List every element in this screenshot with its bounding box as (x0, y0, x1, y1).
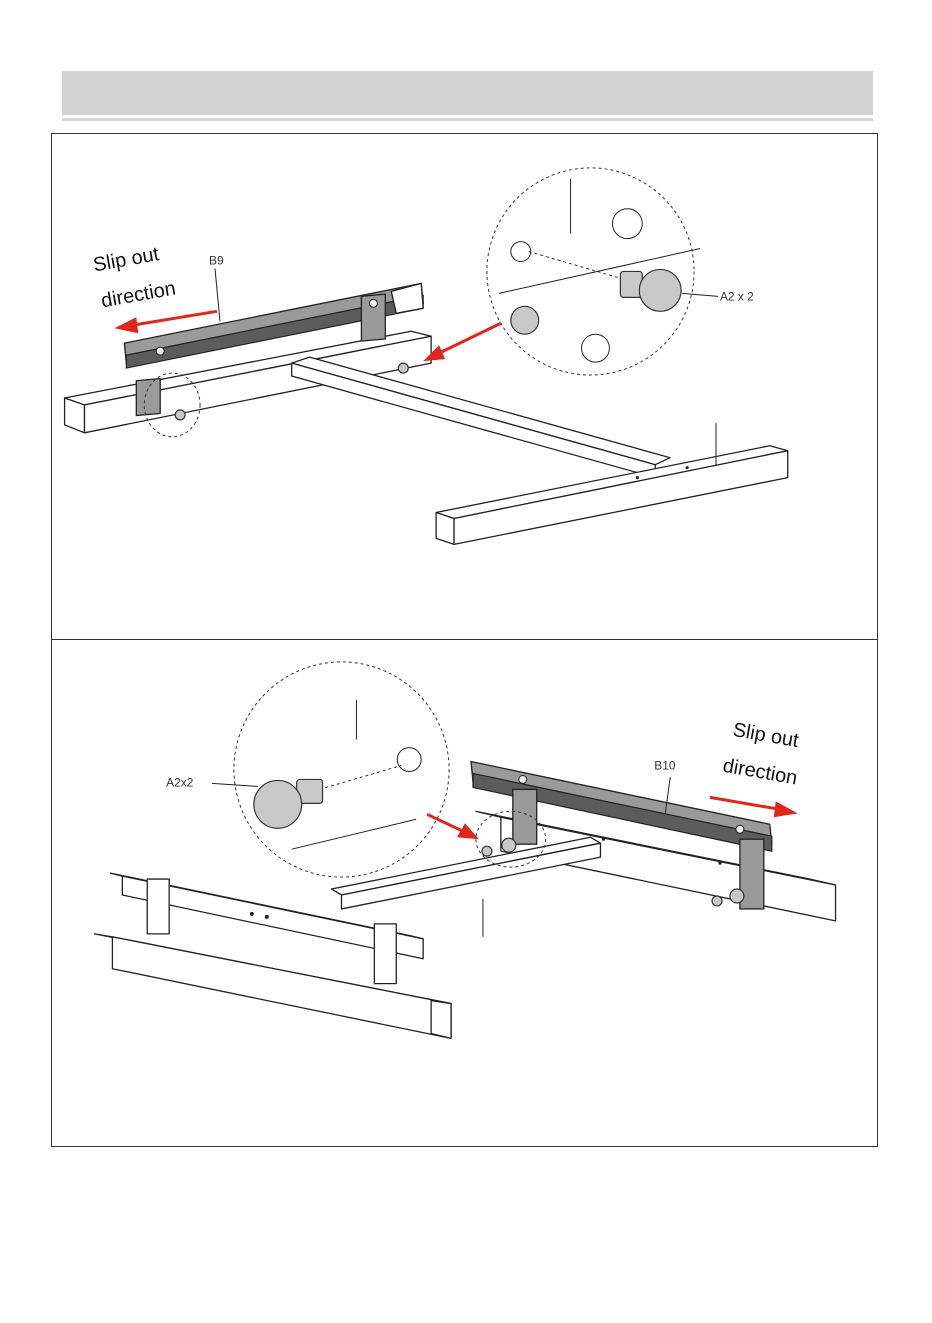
center-beam (292, 357, 671, 478)
bolt-left (175, 410, 185, 420)
washer-right (730, 889, 744, 903)
assembly-diagram-b10: B10 Slip out direction A2x2 (52, 640, 877, 1146)
assembly-diagram-b9: B9 Slip out direction A2 x 2 (52, 134, 877, 639)
detail-arrow (439, 323, 501, 353)
slip-label-line1: Slip out (731, 719, 801, 752)
slip-label-line2: direction (99, 278, 177, 313)
step-panel-bottom: B10 Slip out direction A2x2 (51, 639, 878, 1147)
bolt-right (398, 363, 408, 373)
part-label-a2: A2x2 (166, 775, 194, 789)
slip-label-line2: direction (721, 755, 799, 790)
header-band (62, 71, 873, 115)
slip-arrow-right (710, 797, 780, 809)
part-label-b10: B10 (654, 758, 676, 772)
washer-center (502, 838, 516, 852)
detail-arrow (427, 814, 463, 831)
detail-zoom-circle (487, 168, 700, 375)
a2-leader-line (682, 293, 718, 296)
screw-a2-head (639, 269, 681, 311)
bolt-center (482, 846, 492, 856)
part-label-a2: A2 x 2 (720, 289, 754, 303)
header-rule (62, 118, 873, 121)
detail-zoom-circle (234, 662, 449, 877)
b9-leader-line (215, 268, 220, 321)
part-label-b9: B9 (209, 253, 224, 267)
slip-arrow-left (132, 311, 217, 325)
slip-label-line1: Slip out (92, 243, 162, 276)
bolt-right (712, 896, 722, 906)
screw-a2-head (254, 780, 302, 828)
step-panel-top: B9 Slip out direction A2 x 2 (51, 133, 878, 640)
